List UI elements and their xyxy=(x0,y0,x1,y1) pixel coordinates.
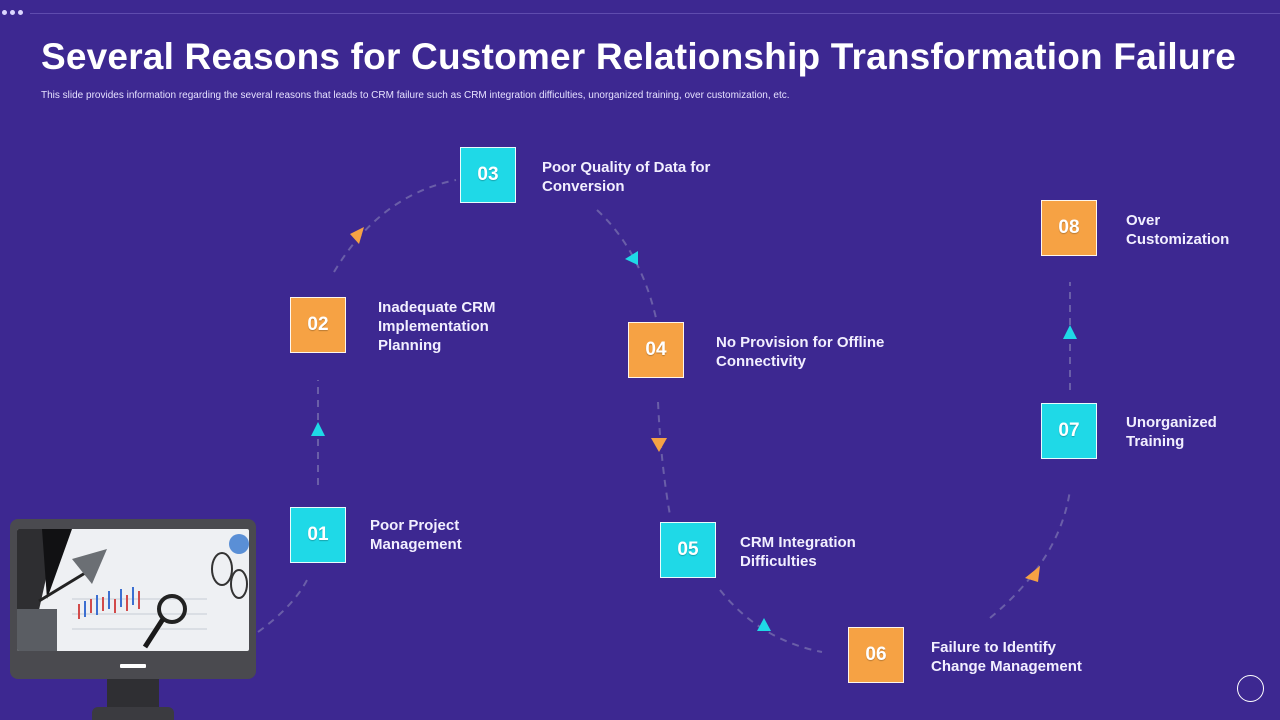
arrow-up-icon xyxy=(311,422,325,436)
step-number-01: 01 xyxy=(290,507,346,563)
step-number-08: 08 xyxy=(1041,200,1097,256)
arrow-up-right-icon xyxy=(1025,566,1040,582)
step-label-01: Poor Project Management xyxy=(370,517,462,553)
menu-dots-icon xyxy=(2,10,23,15)
monitor-logo-slot xyxy=(120,664,146,668)
connector-06-07 xyxy=(989,489,1071,619)
step-number-06: 06 xyxy=(848,627,904,683)
connector-05-06 xyxy=(719,589,823,653)
step-label-07: Unorganized Training xyxy=(1126,414,1217,450)
step-label-03: Poor Quality of Data for Conversion xyxy=(542,159,711,195)
arrow-up-icon xyxy=(1063,325,1077,339)
monitor-stand-neck xyxy=(107,679,159,709)
step-label-06: Failure to Identify Change Management xyxy=(931,639,1082,675)
arrow-down-icon xyxy=(651,438,667,452)
step-label-02: Inadequate CRM Implementation Planning xyxy=(378,299,496,354)
step-label-04: No Provision for Offline Connectivity xyxy=(716,334,885,370)
monitor-screen-image xyxy=(17,529,249,651)
arrow-up-right-icon xyxy=(350,227,364,244)
top-divider-line xyxy=(30,13,1280,14)
monitor-stand-base xyxy=(92,707,174,720)
page-subtitle: This slide provides information regardin… xyxy=(41,90,790,101)
step-number-03: 03 xyxy=(460,147,516,203)
connector-03-04 xyxy=(596,209,657,319)
connector-02-03 xyxy=(333,179,457,273)
step-number-07: 07 xyxy=(1041,403,1097,459)
page-title: Several Reasons for Customer Relationshi… xyxy=(41,36,1237,77)
step-number-02: 02 xyxy=(290,297,346,353)
arrow-down-right-icon xyxy=(757,618,771,631)
connector-monitor-01 xyxy=(257,577,309,633)
connector-04-05 xyxy=(657,401,671,516)
step-label-05: CRM Integration Difficulties xyxy=(740,534,856,570)
arrow-down-icon xyxy=(625,251,638,265)
step-number-04: 04 xyxy=(628,322,684,378)
step-number-05: 05 xyxy=(660,522,716,578)
desktop-monitor-icon xyxy=(10,519,256,720)
circle-icon xyxy=(1237,675,1264,702)
step-label-08: Over Customization xyxy=(1126,212,1230,248)
